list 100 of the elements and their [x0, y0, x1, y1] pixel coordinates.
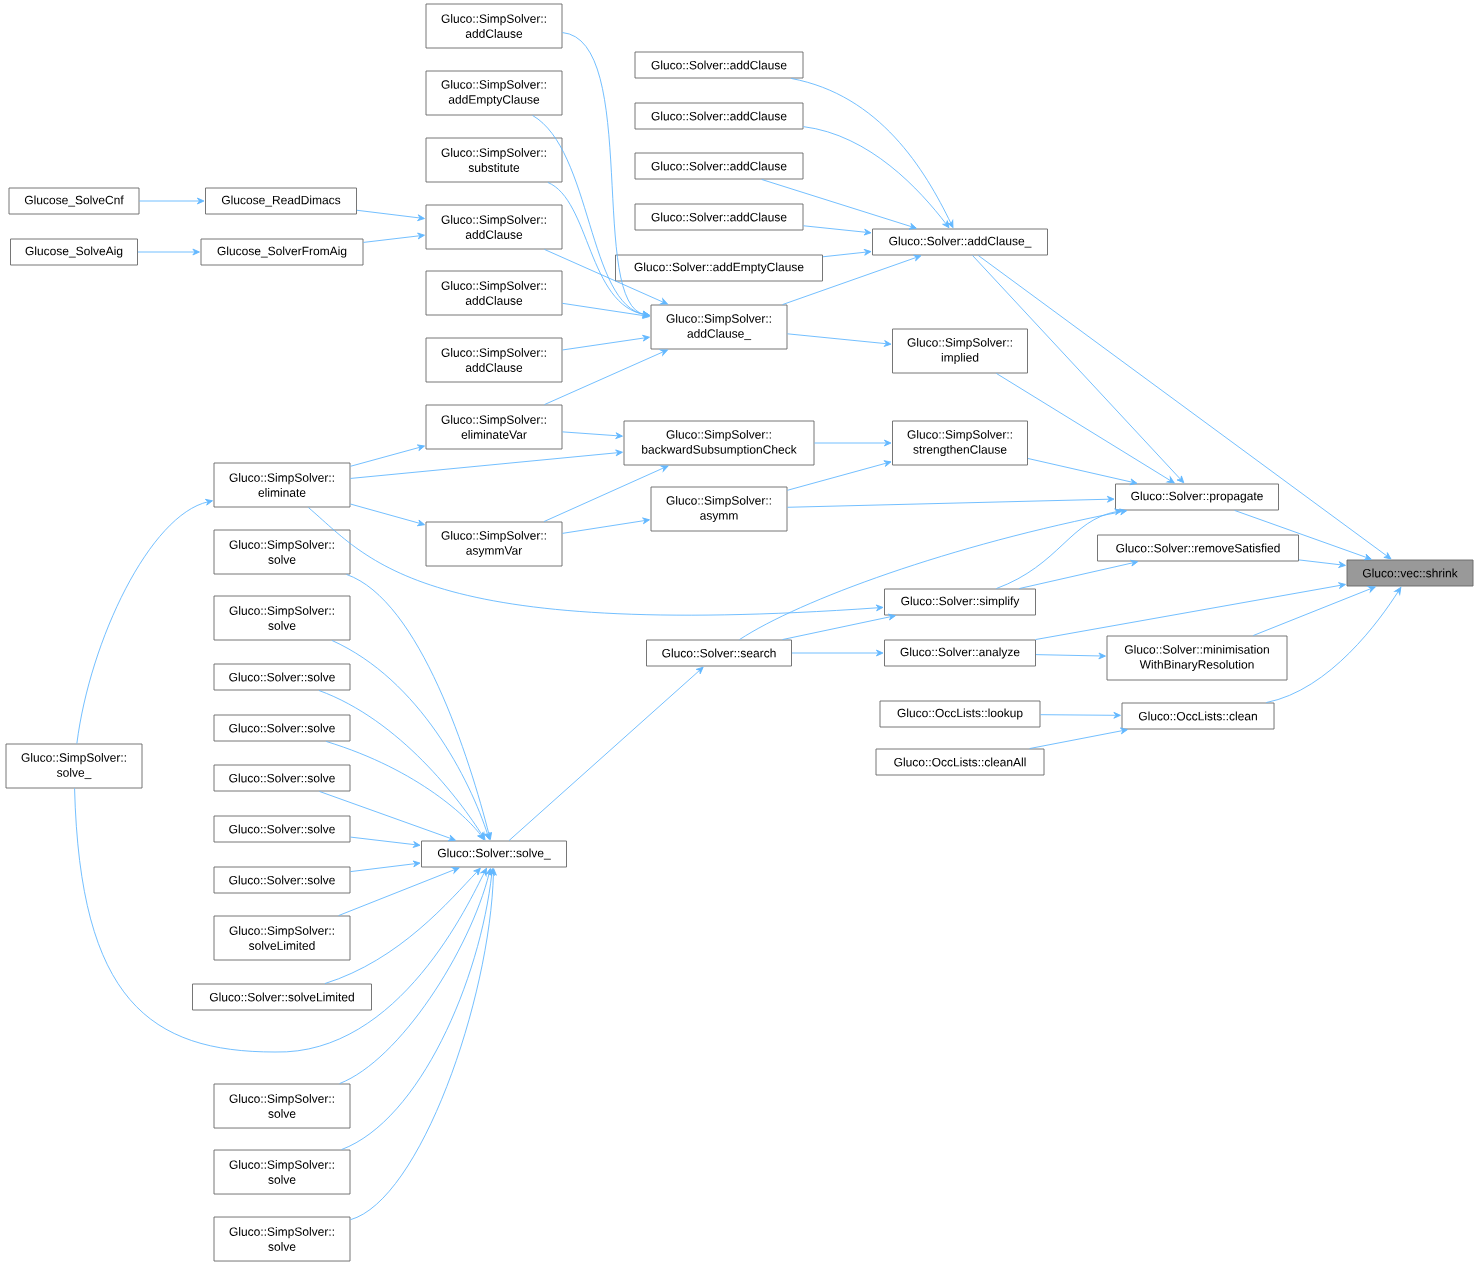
function-box: Gluco::SimpSolver:: asymm	[650, 486, 788, 532]
arrow	[76, 498, 213, 744]
function-box: Gluco::SimpSolver:: solveLimited	[213, 915, 351, 961]
arrow	[350, 836, 421, 848]
arrow	[544, 249, 668, 305]
arrow	[139, 197, 205, 205]
arrow	[1035, 582, 1346, 640]
function-box: Gluco::Solver::solve_	[421, 840, 567, 868]
arrow	[562, 431, 623, 440]
function-box: Gluco::SimpSolver:: solve	[213, 529, 351, 575]
function-box: Gluco::SimpSolver:: substitute	[425, 137, 563, 183]
function-box: Gluco::Solver::simplify	[884, 588, 1036, 616]
function-box: Gluco::Solver::addEmptyClause	[615, 254, 823, 282]
arrow	[1265, 586, 1402, 703]
arrow	[307, 507, 884, 616]
arrow	[977, 255, 1392, 560]
arrow	[972, 255, 1185, 484]
arrow	[1027, 458, 1138, 486]
arrow	[803, 126, 950, 229]
function-box: Gluco::SimpSolver:: solve	[213, 595, 351, 641]
arrow	[547, 182, 650, 318]
arrow	[787, 333, 892, 347]
function-box: Gluco::SimpSolver:: asymmVar	[425, 521, 563, 567]
function-box: Gluco::SimpSolver:: solve_	[5, 743, 143, 789]
arrow	[350, 868, 497, 1221]
function-box: Gluco::SimpSolver:: solve	[213, 1216, 351, 1262]
function-box: Gluco::SimpSolver:: implied	[892, 328, 1028, 374]
arrow	[787, 460, 892, 491]
arrow	[508, 666, 704, 841]
function-box: Gluco::vec::shrink	[1346, 559, 1474, 587]
function-box: Gluco::SimpSolver:: eliminate	[213, 462, 351, 508]
arrow	[1029, 727, 1128, 749]
function-box: Gluco::Solver::analyze	[884, 639, 1036, 667]
function-box: Gluco::SimpSolver:: addClause	[425, 3, 563, 49]
function-box: Gluco::OccLists::lookup	[879, 700, 1041, 728]
arrow	[350, 860, 421, 873]
function-box: Gluco::Solver::minimisation WithBinaryResolution	[1106, 635, 1288, 681]
function-box: Gluco::Solver::addClause	[634, 51, 804, 79]
function-box: Gluco::SimpSolver:: addClause_	[650, 304, 788, 350]
function-box: Gluco::Solver::search	[646, 639, 792, 667]
arrow	[74, 788, 487, 1053]
arrow	[346, 574, 492, 840]
arrow	[790, 78, 954, 228]
arrow	[791, 649, 884, 657]
function-box: Glucose_SolveCnf	[8, 187, 140, 215]
arrow	[782, 613, 896, 640]
function-box: Gluco::SimpSolver:: eliminateVar	[425, 404, 563, 450]
arrow	[1018, 559, 1139, 589]
arrow	[995, 373, 1175, 484]
arrow	[739, 508, 1128, 640]
function-box: Gluco::SimpSolver:: solve	[213, 1083, 351, 1129]
function-box: Gluco::Solver::addClause_	[872, 228, 1048, 256]
function-box: Gluco::SimpSolver:: addClause	[425, 270, 563, 316]
arrow	[803, 225, 872, 236]
function-box: Gluco::SimpSolver:: backwardSubsumptionCheck	[623, 420, 815, 466]
arrow	[356, 209, 425, 222]
function-box: Gluco::Solver::addClause	[634, 152, 804, 180]
function-box: Gluco::SimpSolver:: addClause	[425, 204, 563, 250]
function-box: Glucose_ReadDimacs	[205, 187, 357, 215]
function-box: Glucose_SolveAig	[10, 238, 138, 266]
arrow	[562, 517, 650, 534]
function-box: Gluco::Solver::solve	[213, 866, 351, 894]
arrow	[350, 444, 425, 467]
arrow	[350, 503, 425, 527]
function-box: Gluco::Solver::removeSatisfied	[1097, 534, 1299, 562]
function-box: Gluco::SimpSolver:: solve	[213, 1149, 351, 1195]
arrow	[363, 232, 425, 243]
arrow	[341, 868, 496, 1150]
arrow	[339, 868, 493, 1084]
arrow	[350, 449, 623, 479]
function-box: Gluco::Solver::solve	[213, 663, 351, 691]
arrow	[822, 248, 872, 258]
arrow	[1298, 559, 1346, 568]
arrow	[782, 254, 922, 305]
function-box: Gluco::Solver::solve	[213, 815, 351, 843]
arrow	[543, 465, 669, 522]
function-box: Gluco::Solver::solve	[213, 714, 351, 742]
arrow	[995, 508, 1123, 589]
arrow	[338, 867, 460, 916]
function-box: Gluco::SimpSolver:: addEmptyClause	[425, 70, 563, 116]
arrow	[137, 248, 200, 256]
function-box: Gluco::OccLists::cleanAll	[875, 748, 1045, 776]
function-box: Gluco::OccLists::clean	[1121, 702, 1275, 730]
function-box: Gluco::Solver::addClause	[634, 203, 804, 231]
arrow	[761, 179, 917, 230]
arrow	[1252, 586, 1376, 636]
arrow	[331, 640, 491, 840]
function-box: Gluco::SimpSolver:: addClause	[425, 337, 563, 383]
arrow	[814, 439, 892, 447]
function-box: Gluco::Solver::propagate	[1115, 483, 1279, 511]
arrow	[325, 741, 485, 841]
arrow	[544, 349, 668, 405]
arrow	[1040, 711, 1121, 719]
function-box: Gluco::SimpSolver:: strengthenClause	[892, 420, 1028, 466]
arrow	[787, 495, 1115, 508]
arrow	[562, 334, 650, 351]
function-box: Gluco::Solver::addClause	[634, 102, 804, 130]
function-box: Glucose_SolverFromAig	[200, 238, 364, 266]
function-box: Gluco::Solver::solve	[213, 764, 351, 792]
arrow	[562, 302, 650, 319]
